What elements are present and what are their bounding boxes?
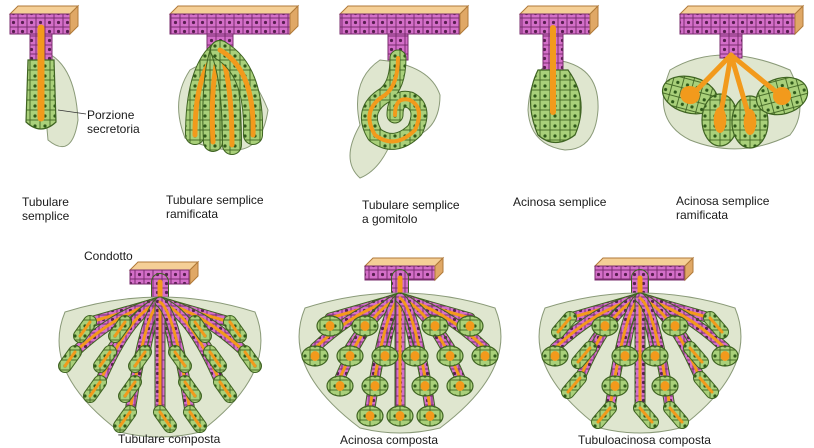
acinus-lumen [380,351,389,361]
caption-tubular-branched: Tubulare semplice ramificata [166,193,264,221]
acinus-lumen [420,381,429,391]
caption-tubular-compound: Tubulare composta [118,432,220,446]
epithelium-top [340,6,468,14]
gland-acinar-simple [520,6,598,150]
epithelium-top [10,6,78,14]
acinus-lumen [310,351,319,361]
epithelium-top [520,6,598,14]
acinus-lumen [430,321,439,331]
label-duct: Condotto [84,249,133,263]
epithelium-top [595,258,693,266]
caption-acinar-compound: Acinosa composta [340,433,438,447]
acinus-lumen [650,351,659,361]
caption-tubuloacinar-compound: Tubuloacinosa composta [578,433,711,447]
label-secretory-portion: Porzione secretoria [87,108,140,136]
acinus-lumen [720,351,729,361]
caption-tubular-simple: Tubulare semplice [22,195,69,223]
acinus-lumen [410,351,419,361]
acinus-lumen [480,351,489,361]
caption-acinar-simple: Acinosa semplice [513,195,606,209]
acinus-lumen [365,411,374,421]
epithelium-top [365,258,443,266]
acinus-lumen [395,411,404,421]
epithelium-top [130,262,198,270]
gland-tubular-branched [170,6,298,150]
acinus-lumen [335,381,344,391]
acinus-lumen [610,381,619,391]
acinus-lumen [455,381,464,391]
acinus-lumen [465,321,474,331]
acinus-lumen [370,381,379,391]
acinus-lumen [620,351,629,361]
caption-acinar-branched: Acinosa semplice ramificata [676,194,769,222]
acinus-lumen [670,321,679,331]
epithelium-top [680,6,803,14]
acinus-lumen [425,411,434,421]
acinus-lumen [360,321,369,331]
acinus-lumen [325,321,334,331]
epithelium-cells [340,14,460,34]
gland-tubular-coiled [340,6,468,178]
caption-tubular-coiled: Tubulare semplice a gomitolo [362,198,460,226]
gland-tubuloacinar-compound [539,258,741,433]
epithelium-cells [680,14,795,34]
acinus-lumen [345,351,354,361]
epithelium-cells [170,14,290,34]
gland-tubular-compound [59,262,261,437]
acinus-lumen [600,321,609,331]
acinus-lumen [445,351,454,361]
gland-acinar-branched [658,6,811,149]
acinus-lumen [660,381,669,391]
epithelium-top [170,6,298,14]
gland-acinar-compound [299,258,501,433]
gland-tubular-simple [10,6,86,147]
acinus-lumen [550,351,559,361]
